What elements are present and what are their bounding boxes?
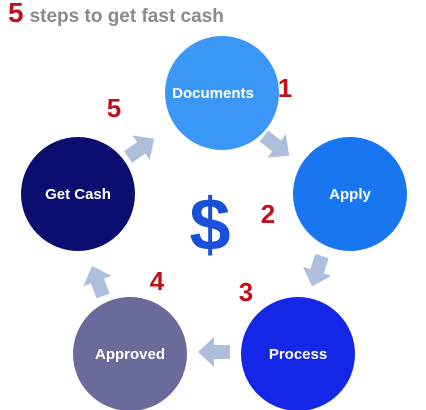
step-process-label: Process xyxy=(269,346,327,363)
step-number-3: 3 xyxy=(239,277,253,307)
title-number: 5 xyxy=(8,0,24,28)
arrow-process-to-approved xyxy=(198,337,230,367)
step-number-5: 5 xyxy=(107,93,121,123)
step-approved-circle xyxy=(73,297,187,410)
step-documents-label: Documents xyxy=(172,85,254,102)
step-apply-label: Apply xyxy=(329,186,371,203)
step-arrows xyxy=(83,130,332,367)
step-get-cash-label: Get Cash xyxy=(45,186,111,203)
step-number-1: 1 xyxy=(278,73,292,103)
title-text: steps to get fast cash xyxy=(29,6,224,27)
step-process: Process xyxy=(241,297,355,410)
step-number-4: 4 xyxy=(150,266,165,296)
step-apply: Apply xyxy=(293,137,407,251)
arrow-approved-to-getcash xyxy=(83,265,112,299)
step-documents-circle xyxy=(165,36,279,150)
diagram-title: 5 steps to get fast cash xyxy=(8,0,224,28)
arrow-getcash-to-documents xyxy=(123,135,155,163)
step-documents: Documents xyxy=(165,36,279,150)
dollar-sign-icon: $ xyxy=(189,183,230,266)
step-apply-circle xyxy=(293,137,407,251)
step-get-cash: Get Cash xyxy=(21,137,135,251)
step-approved-label: Approved xyxy=(95,346,165,363)
arrow-apply-to-process xyxy=(302,253,332,287)
step-approved: Approved xyxy=(73,297,187,410)
step-number-2: 2 xyxy=(261,199,275,229)
step-get-cash-circle xyxy=(21,137,135,251)
arrow-documents-to-apply xyxy=(259,130,290,158)
step-process-circle xyxy=(241,297,355,410)
